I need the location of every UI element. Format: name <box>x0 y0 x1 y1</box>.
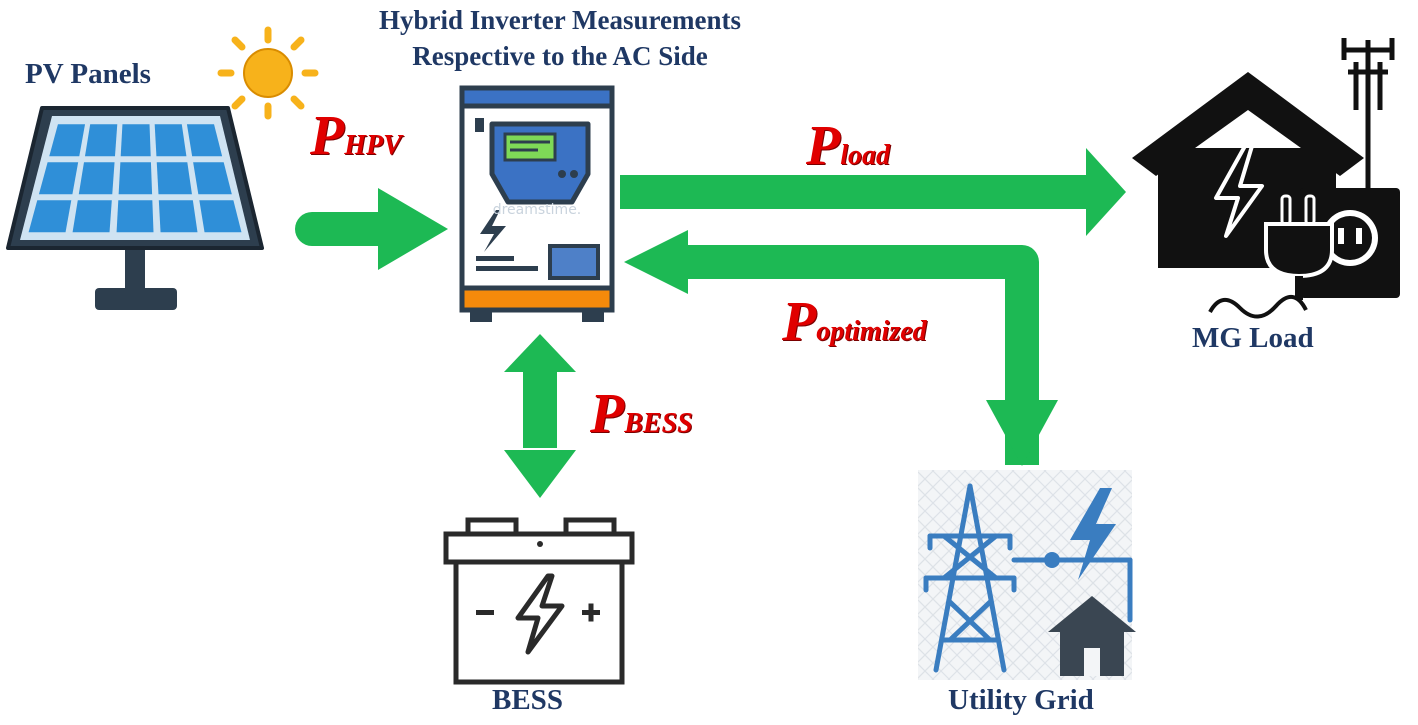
solar-cell <box>72 200 112 233</box>
pylon-icon <box>918 470 1133 680</box>
grid-hatch-line <box>918 470 999 551</box>
grid-hatch-line <box>1091 639 1132 680</box>
grid-hatch-line <box>1107 655 1132 680</box>
flow-label-bess: PBESS <box>590 382 693 446</box>
grid-hatch-line <box>918 679 919 680</box>
grid-hatch-line <box>918 470 1111 663</box>
arrow-pv-to-inverter <box>295 188 448 270</box>
flow-label-hpv: PHPV <box>310 104 402 168</box>
grid-hatch-line <box>1075 470 1132 527</box>
solar-cell <box>118 162 153 195</box>
plug-icon <box>1208 188 1400 319</box>
grid-hatch-line <box>918 470 919 471</box>
utility-grid-label: Utility Grid <box>948 684 1094 716</box>
solar-cell <box>84 124 118 157</box>
arrow-inverter-bess <box>504 334 576 498</box>
solar-cell <box>154 124 187 157</box>
solar-cell <box>28 200 72 233</box>
flow-label-hpv-subscript: HPV <box>344 130 402 161</box>
grid-hatch-line <box>1091 470 1132 511</box>
grid-hatch-line <box>918 470 1031 583</box>
flow-label-hpv-symbol: P <box>310 105 345 167</box>
solar-panel-icon <box>6 106 264 310</box>
mg-load-label: MG Load <box>1192 322 1314 354</box>
grid-hatch-line <box>918 470 967 519</box>
antenna-icon <box>1341 38 1395 200</box>
flow-label-optimized-subscript: optimized <box>816 316 927 347</box>
solar-cell <box>49 124 86 157</box>
grid-hatch-line <box>1011 559 1132 680</box>
solar-cell <box>38 162 79 195</box>
sun-icon <box>217 26 319 120</box>
solar-cell <box>158 200 198 233</box>
bolt-icon <box>1070 488 1116 580</box>
arrow-inverter-to-load <box>620 148 1126 236</box>
grid-hatch-line <box>918 663 935 680</box>
title-line-2: Respective to the AC Side <box>412 41 708 71</box>
inverter-watermark: dreamstime. <box>493 202 582 218</box>
solar-cell <box>156 162 192 195</box>
grid-hatch-line <box>918 470 1063 615</box>
grid-hatch-line <box>979 527 1132 680</box>
bess-label: BESS <box>492 684 563 716</box>
grid-hatch-line <box>918 599 999 680</box>
inverter-icon: dreamstime. <box>459 85 615 322</box>
grid-hatch-line <box>918 631 967 680</box>
grid-hatch-line <box>947 495 1132 680</box>
grid-hatch-line <box>1123 671 1132 680</box>
flow-label-bess-subscript: BESS <box>624 408 693 439</box>
grid-hatch-line <box>918 470 1015 567</box>
diagram-title: Hybrid Inverter Measurements Respective … <box>300 2 820 74</box>
grid-hatch-line <box>1123 470 1132 479</box>
grid-hatch-line <box>918 470 1079 631</box>
grid-hatch-line <box>918 470 1047 599</box>
grid-hatch-line <box>918 470 983 535</box>
solar-cell <box>120 124 151 157</box>
grid-hatch-line <box>1043 470 1132 559</box>
pv-panels-label: PV Panels <box>25 58 151 90</box>
solar-cell <box>116 200 154 233</box>
arrow-grid-exchange <box>624 230 1058 466</box>
solar-cell <box>193 162 232 195</box>
solar-cell <box>186 124 223 157</box>
flow-label-load-subscript: load <box>840 140 890 171</box>
flow-label-load-symbol: P <box>806 115 841 177</box>
grid-hatch-line <box>1107 470 1132 495</box>
flow-label-load: Pload <box>806 114 890 178</box>
grid-hatch-line <box>1027 470 1132 575</box>
grid-hatch-line <box>918 583 1015 680</box>
flow-label-optimized-symbol: P <box>782 291 817 353</box>
grid-hatch-line <box>931 479 1132 680</box>
flow-label-bess-symbol: P <box>590 383 625 445</box>
grid-hatch-line <box>918 615 983 680</box>
solar-cell <box>199 200 242 233</box>
solar-cell <box>78 162 115 195</box>
small-house-icon <box>1048 596 1136 676</box>
battery-icon <box>443 517 635 685</box>
flow-label-optimized: Poptimized <box>782 290 927 354</box>
grid-hatch-line <box>995 543 1132 680</box>
title-line-1: Hybrid Inverter Measurements <box>379 5 741 35</box>
grid-hatch-line <box>918 470 935 487</box>
